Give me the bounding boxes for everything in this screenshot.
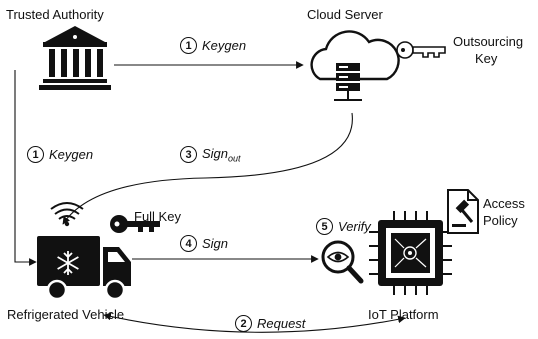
label-trusted-authority: Trusted Authority (6, 7, 104, 22)
step-label: Sign (202, 236, 229, 251)
label-outsourcing-key-line1: Outsourcing (453, 34, 524, 49)
step-label: Verify (338, 219, 371, 234)
step-number: 5 (316, 218, 333, 235)
step-sign-out: 3 Signout (180, 146, 241, 164)
step-keygen-cloud: 1 Keygen (180, 37, 246, 54)
document-gavel-icon (447, 189, 479, 234)
step-number: 3 (180, 146, 197, 164)
label-access-policy-line1: Access (483, 196, 525, 211)
arrows (14, 61, 406, 333)
snowflake-icon (57, 251, 79, 275)
arrow-vehicle-iot-request (103, 312, 406, 333)
chip-icon (369, 211, 452, 295)
step-sign: 4 Sign (180, 235, 228, 252)
step-keygen-vehicle: 1 Keygen (27, 146, 93, 163)
step-label: Keygen (49, 147, 94, 162)
step-number: 1 (27, 146, 44, 163)
arrow-authority-to-vehicle (14, 70, 37, 266)
step-request: 2 Request (235, 315, 305, 332)
outsourcing-key-icon (396, 41, 446, 59)
step-label: Request (257, 316, 306, 331)
step-number: 1 (180, 37, 197, 54)
label-access-policy-line2: Policy (483, 213, 518, 228)
cloud-server-icon (310, 30, 400, 101)
wifi-icon (50, 202, 84, 227)
step-label-with-subscript: Signout (202, 146, 241, 164)
label-full-key: Full Key (134, 209, 181, 224)
label-iot-platform: IoT Platform (368, 307, 439, 322)
label-cloud-server: Cloud Server (307, 7, 383, 22)
step-verify: 5 Verify (316, 218, 371, 235)
arrow-cloud-to-vehicle (62, 112, 353, 225)
bank-icon (39, 26, 111, 90)
label-refrigerated-vehicle: Refrigerated Vehicle (7, 307, 125, 322)
step-number: 4 (180, 235, 197, 252)
full-key-icon (110, 215, 160, 233)
truck-icon (37, 236, 131, 301)
step-number: 2 (235, 315, 252, 332)
step-label: Sign (202, 146, 229, 161)
step-subscript: out (228, 153, 241, 164)
step-label: Keygen (202, 38, 247, 53)
magnifier-eye-icon (321, 240, 364, 284)
label-outsourcing-key-line2: Key (475, 51, 498, 66)
